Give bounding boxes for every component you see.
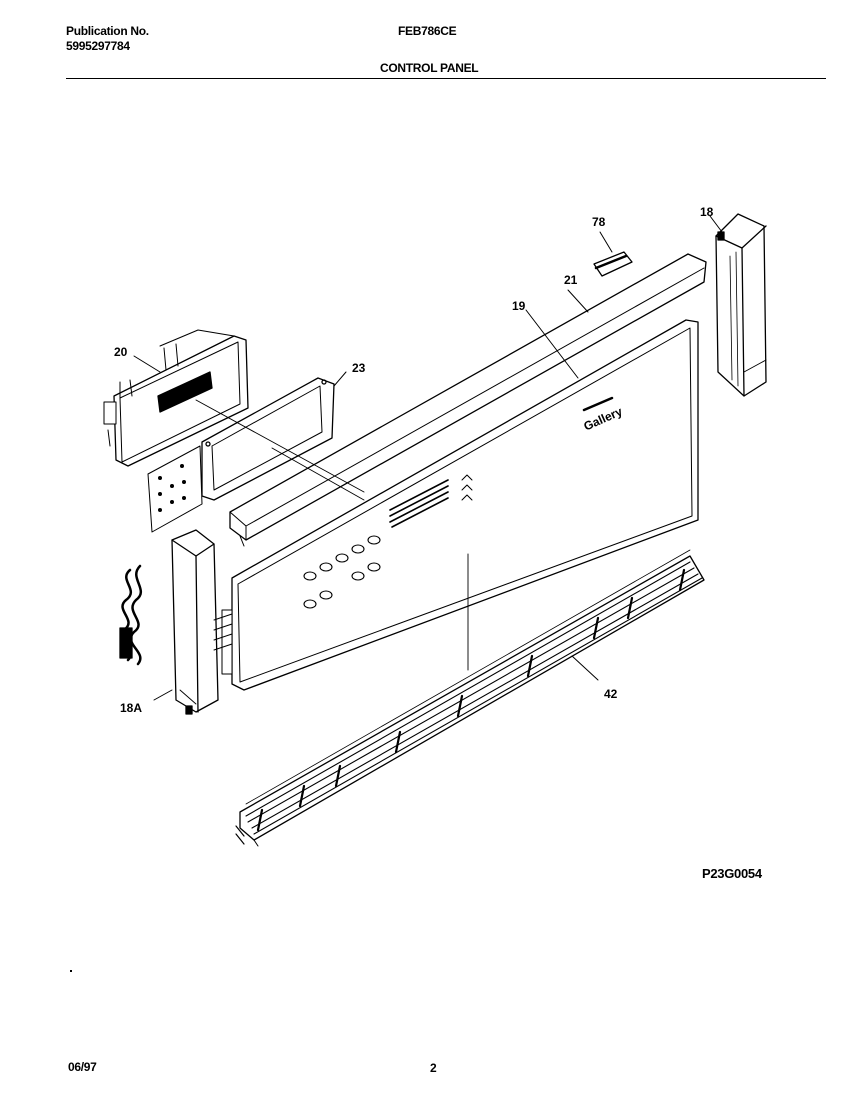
section-title: CONTROL PANEL [380, 61, 479, 75]
header-rule [66, 78, 826, 79]
part-42-vent-grille [235, 549, 705, 847]
stray-mark [70, 970, 72, 972]
part-20-clock-control [103, 329, 249, 467]
callout-19: 19 [512, 299, 526, 313]
part-19-control-panel: Gallery [221, 319, 699, 691]
publication-number: 5995297784 [66, 39, 130, 53]
callout-21: 21 [564, 273, 578, 287]
callout-20: 20 [114, 345, 128, 359]
callout-23: 23 [352, 361, 366, 375]
part-18A-left-end-cap [119, 529, 233, 715]
callout-42: 42 [604, 687, 618, 701]
publication-label: Publication No. [66, 24, 149, 38]
callout-18A: 18A [120, 701, 142, 715]
part-18-right-end-cap [715, 213, 767, 397]
callout-78: 78 [592, 215, 606, 229]
model-number: FEB786CE [398, 24, 457, 38]
callout-18: 18 [700, 205, 714, 219]
page-number: 2 [430, 1061, 437, 1075]
figure-code: P23G0054 [702, 866, 762, 881]
leader-lines [133, 215, 723, 701]
footer-date: 06/97 [68, 1060, 97, 1074]
part-21-top-trim [229, 253, 707, 547]
